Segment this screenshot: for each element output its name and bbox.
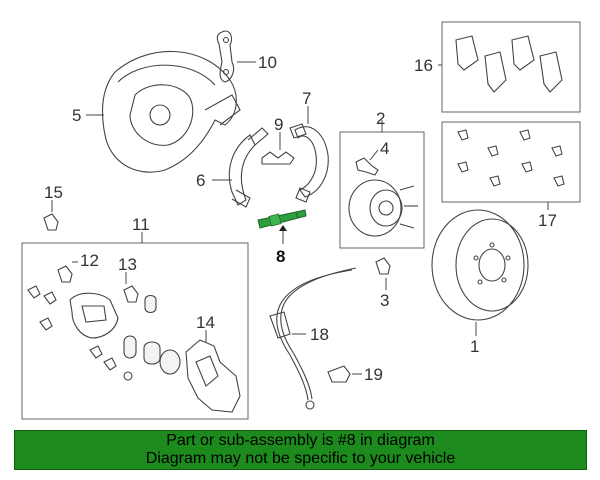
part-19-bolt[interactable] [327,365,351,383]
part-2-hub-bearing[interactable] [348,179,418,237]
box-11-caliper [21,242,249,420]
part-3-bolt[interactable] [375,257,391,275]
callout-6: 6 [196,171,205,190]
part-13-bolt[interactable] [123,285,139,303]
notice-line-2: Diagram may not be specific to your vehi… [145,450,456,467]
callout-11: 11 [132,215,150,234]
part-11-caliper-assembly[interactable] [27,285,181,381]
callout-10: 10 [258,53,277,72]
parts-diagram: 5 10 6 9 7 8 2 4 [21,21,581,420]
part-1-brake-rotor[interactable] [431,209,529,321]
box-17-clips [441,121,581,203]
callout-13: 13 [118,255,137,274]
part-8-adjuster[interactable] [257,209,307,229]
leader-4 [369,149,379,161]
part-9-spring[interactable] [261,151,295,165]
callout-15: 15 [44,183,63,202]
callout-1: 1 [470,337,479,356]
callout-19: 19 [364,365,383,384]
notice-banner: Part or sub-assembly is #8 in diagram Di… [14,430,587,470]
part-10-lever[interactable] [216,30,235,83]
callout-5: 5 [72,106,81,125]
callout-4: 4 [380,139,389,158]
part-17-pad-clips[interactable] [457,129,565,187]
callout-18: 18 [310,325,329,344]
callout-17: 17 [538,211,557,230]
part-6-brake-shoe[interactable] [228,127,269,208]
part-5-backing-plate[interactable] [101,50,241,173]
part-4-bolt[interactable] [355,157,379,176]
callout-8: 8 [276,247,285,266]
part-15-bolt[interactable] [43,213,59,231]
notice-line-1: Part or sub-assembly is #8 in diagram [166,432,435,449]
callout-7: 7 [302,89,311,108]
box-16-pads [441,21,581,113]
part-7-brake-shoe[interactable] [289,123,329,203]
callout-3: 3 [380,291,389,310]
arrow-8 [279,225,287,231]
callout-14: 14 [196,313,215,332]
callout-12: 12 [80,251,99,270]
callout-16: 16 [414,56,433,75]
part-12-bleeder[interactable] [57,265,73,283]
part-18-abs-sensor[interactable] [269,267,357,410]
callout-9: 9 [274,115,283,134]
part-16-brake-pads[interactable] [455,35,563,93]
part-14-caliper-bracket[interactable] [185,339,241,413]
callout-2: 2 [376,109,385,128]
